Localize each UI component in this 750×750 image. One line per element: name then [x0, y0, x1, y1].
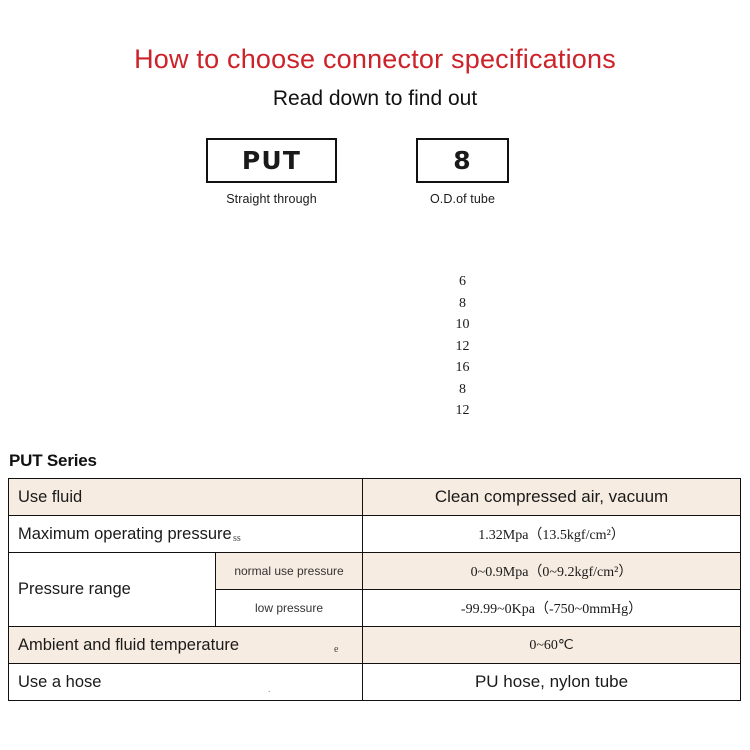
table-row: Pressure range normal use pressure 0~0.9… — [8, 552, 742, 627]
spec-value-ambient-fluid-temperature: 0~60℃ — [362, 626, 742, 664]
page-subtitle: Read down to find out — [272, 87, 478, 111]
list-item[interactable]: 8 — [459, 381, 466, 397]
page-title: How to choose connector specifications — [134, 44, 616, 74]
spec-label-max-operating-pressure: Maximum operating pressure — [7, 515, 364, 553]
table-row: Use fluid Clean compressed air, vacuum — [7, 478, 742, 516]
spec-value-use-a-hose: PU hose, nylon tube — [362, 663, 742, 701]
list-item[interactable]: 16 — [455, 360, 470, 375]
table-row: low pressure -99.99~0Kpa（-750~0mmHg） — [9, 589, 742, 627]
spec-sublabel-low-pressure: low pressure — [214, 589, 364, 627]
part-code-selector: PUT Straight through 8 O.D.of tube — [0, 138, 750, 224]
code-box-tube-size[interactable]: 8 — [416, 138, 509, 184]
spec-value-low-pressure: -99.99~0Kpa（-750~0mmHg） — [362, 589, 742, 627]
spec-label-use-fluid: Use fluid — [7, 478, 364, 516]
code-group-tube-size: 8 O.D.of tube — [416, 138, 509, 206]
spec-value-normal-use-pressure: 0~0.9Mpa（0~9.2kgf/cm²） — [362, 552, 742, 590]
table-row: Use a hose PU hose, nylon tube — [7, 663, 742, 701]
spec-label-ambient-fluid-temperature: Ambient and fluid temperature — [7, 626, 364, 664]
list-item[interactable]: 8 — [459, 295, 466, 311]
table-row: Maximum operating pressure 1.32Mpa（13.5k… — [7, 515, 742, 553]
code-caption-series: Straight through — [226, 192, 317, 207]
spec-label-pressure-range: Pressure range — [8, 552, 216, 627]
tube-size-option-list: 6 8 10 12 16 8 12 — [416, 271, 509, 422]
spec-label-use-a-hose: Use a hose — [7, 663, 364, 701]
list-item[interactable]: 12 — [455, 338, 470, 354]
page-header: How to choose connector specifications R… — [0, 0, 750, 111]
table-row: Ambient and fluid temperature 0~60℃ — [7, 626, 742, 664]
code-box-series[interactable]: PUT — [206, 138, 337, 184]
spec-sublabel-normal-use-pressure: normal use pressure — [214, 552, 364, 590]
code-caption-tube-size: O.D.of tube — [429, 192, 496, 207]
spec-value-max-operating-pressure: 1.32Mpa（13.5kgf/cm²） — [362, 515, 742, 553]
list-item[interactable]: 6 — [459, 274, 466, 289]
list-item[interactable]: 12 — [455, 403, 470, 418]
list-item[interactable]: 10 — [455, 317, 470, 332]
series-heading: PUT Series — [9, 451, 97, 470]
spec-value-use-fluid: Clean compressed air, vacuum — [362, 478, 742, 516]
code-group-series: PUT Straight through — [206, 138, 337, 206]
specification-table: Use fluid Clean compressed air, vacuum M… — [7, 478, 742, 701]
